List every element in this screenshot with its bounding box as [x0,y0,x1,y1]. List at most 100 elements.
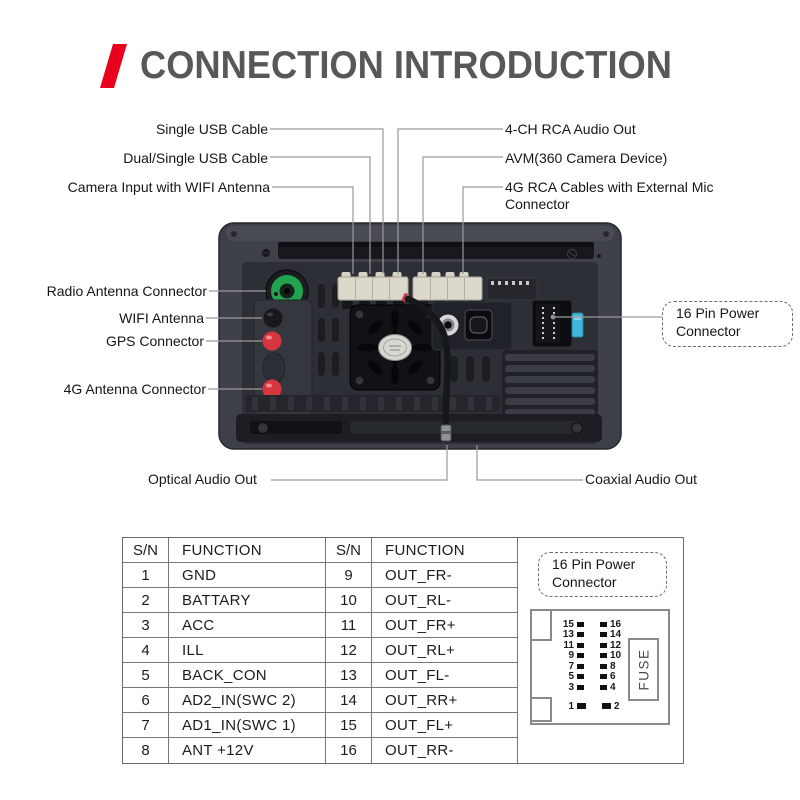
corner-hole-right [603,231,609,237]
table-cell: 8 [123,738,169,763]
col-header-sn-1: S/N [123,538,169,563]
head-unit-rear-view [218,222,622,450]
table-cell: ANT +12V [169,738,326,763]
table-cell: 10 [326,588,372,613]
label-4g-rca: 4G RCA Cables with External Mic Connecto… [505,179,714,213]
power-callout-line2: Connector [676,323,741,339]
fuse [571,312,584,338]
fuse-label: FUSE [636,648,652,691]
table-cell: OUT_RR- [372,738,518,763]
aux-socket [486,277,538,301]
pin-diagram-title-line1: 16 Pin Power [552,556,636,572]
pin-function-table: S/N FUNCTION S/N FUNCTION 16 Pin Power C… [122,537,684,764]
wifi-antenna-port [263,308,283,328]
label-gps-connector: GPS Connector [105,333,204,349]
label-wifi-antenna: WIFI Antenna [119,310,204,326]
connector-notch-bottom [530,697,552,722]
vent-hole [597,254,601,258]
table-cell: 1 [123,563,169,588]
col-header-function-2: FUNCTION [372,538,518,563]
vent-slots-right [450,356,490,382]
label-4g-rca-line1: 4G RCA Cables with External Mic [505,179,714,195]
table-cell: 9 [326,563,372,588]
screw-top-left [261,248,271,258]
leader-optical [271,445,448,481]
fuse-box: FUSE [628,638,659,701]
label-single-usb: Single USB Cable [155,121,268,137]
label-radio-antenna: Radio Antenna Connector [46,283,207,299]
screw-top-right [567,249,577,259]
blank-recess [262,352,286,384]
col-header-sn-2: S/N [326,538,372,563]
table-cell: 5 [123,663,169,688]
label-camera-input: Camera Input with WIFI Antenna [67,179,270,195]
label-avm: AVM(360 Camera Device) [505,150,668,166]
top-slot-shadow [278,242,594,247]
bottom-bracket [236,414,602,442]
table-cell: AD2_IN(SWC 2) [169,688,326,713]
label-optical-out: Optical Audio Out [148,471,257,487]
table-cell: 4 [123,638,169,663]
gps-port [262,331,282,351]
label-coaxial-out: Coaxial Audio Out [585,471,698,487]
red-slash-icon [100,44,127,88]
label-dual-usb: Dual/Single USB Cable [123,150,268,166]
table-cell: OUT_FR- [372,563,518,588]
table-cell: 3 [123,613,169,638]
audio-out-housing [431,301,513,351]
table-cell: GND [169,563,326,588]
table-cell: OUT_FL+ [372,713,518,738]
table-cell: OUT_RL+ [372,638,518,663]
table-cell: 13 [326,663,372,688]
leader-coaxial [476,445,583,481]
power-callout-line1: 16 Pin Power [676,305,760,321]
corrugation [246,395,500,412]
corner-hole-left [231,231,237,237]
table-cell: 7 [123,713,169,738]
table-cell: OUT_RR+ [372,688,518,713]
page-title: CONNECTION INTRODUCTION [140,44,672,87]
table-cell: AD1_IN(SWC 1) [169,713,326,738]
pin-diagram-title-line2: Connector [552,574,617,590]
optical-port [464,309,493,341]
table-cell: BATTARY [169,588,326,613]
table-cell: OUT_FR+ [372,613,518,638]
table-cell: 15 [326,713,372,738]
table-cell: 6 [123,688,169,713]
table-cell: 16 [326,738,372,763]
fan-screws [354,309,436,386]
table-cell: OUT_RL- [372,588,518,613]
table-cell: BACK_CON [169,663,326,688]
power-connector-callout: 16 Pin Power Connector [662,301,793,347]
label-4g-antenna: 4G Antenna Connector [63,381,206,397]
col-header-function-1: FUNCTION [169,538,326,563]
table-cell: 11 [326,613,372,638]
table-cell: 14 [326,688,372,713]
table-cell: ILL [169,638,326,663]
table-cell: 12 [326,638,372,663]
16pin-power-connector [531,299,584,348]
hanging-cable [401,293,452,442]
cooling-fan [349,304,441,391]
vent-slots-left [318,284,339,376]
pin-diagram-title: 16 Pin Power Connector [538,552,667,597]
label-rca-audio-out: 4-CH RCA Audio Out [505,121,636,137]
table-cell: 2 [123,588,169,613]
4g-antenna-port [262,379,282,399]
chassis-top-face [226,226,614,241]
connector-notch-top [530,609,552,641]
table-cell: OUT_FL- [372,663,518,688]
label-4g-rca-line2: Connector [505,196,570,212]
table-cell: ACC [169,613,326,638]
